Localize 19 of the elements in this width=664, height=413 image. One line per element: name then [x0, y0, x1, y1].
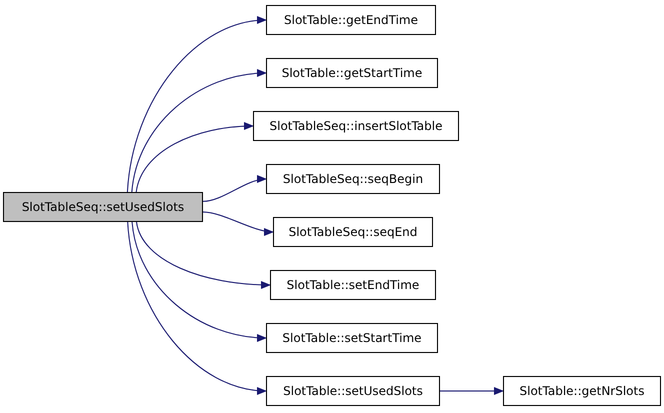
function-box: SlotTable::setUsedSlots [266, 376, 440, 406]
function-box: SlotTable::getStartTime [266, 58, 438, 88]
arrow [440, 387, 504, 395]
arrow [126, 16, 267, 192]
function-box: SlotTable::getNrSlots [503, 376, 661, 406]
function-box: SlotTable::setStartTime [266, 323, 438, 353]
arrow [127, 222, 267, 394]
function-box: SlotTableSeq::insertSlotTable [253, 111, 459, 141]
function-box: SlotTable::setEndTime [270, 270, 436, 300]
arrow [136, 122, 254, 192]
highlighted-function-box: SlotTableSeq::setUsedSlots [3, 192, 203, 222]
function-box: SlotTable::getEndTime [266, 5, 436, 35]
arrow [132, 222, 267, 342]
arrow [136, 222, 271, 289]
arrow [202, 176, 267, 202]
function-box: SlotTableSeq::seqEnd [273, 217, 433, 247]
arrow [202, 212, 274, 236]
arrow [131, 70, 267, 192]
function-box: SlotTableSeq::seqBegin [266, 164, 440, 194]
